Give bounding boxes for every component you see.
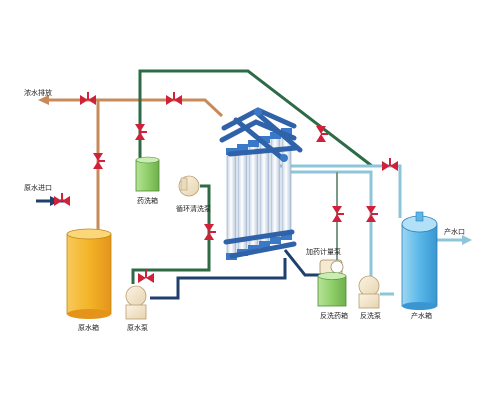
valve-product[interactable]: [382, 158, 398, 171]
label-feed-pump: 原水泵: [127, 323, 148, 332]
green-top-loop: [138, 69, 373, 168]
valve-wash-return[interactable]: [204, 224, 216, 240]
valve-concentrate-left[interactable]: [80, 92, 96, 105]
label-product-water-outlet: 产水口: [444, 227, 465, 236]
label-product-water-tank: 产水箱: [411, 311, 432, 320]
valve-feed[interactable]: [138, 270, 154, 283]
backwash-supply-line: [286, 170, 373, 277]
valve-green-diagonal[interactable]: [316, 126, 328, 142]
label-dosing-metering-pump: 加药计量泵: [306, 247, 341, 256]
concentrate-main-line: [48, 98, 224, 118]
product-water-tank: [401, 211, 438, 310]
valve-backwash[interactable]: [366, 206, 378, 222]
label-circulating-wash-pump: 循环清洗泵: [176, 204, 211, 213]
label-raw-water-tank: 原水箱: [78, 323, 99, 332]
valve-chemical-wash[interactable]: [135, 124, 147, 140]
valve-backwash-chemical[interactable]: [332, 206, 344, 222]
membrane-header-joint: [280, 154, 288, 162]
feed-pump: [125, 285, 147, 320]
product-outlet-arrow: [462, 235, 472, 245]
membrane-headers: [219, 107, 303, 259]
concentrate-outlet-arrow: [38, 95, 49, 105]
raw-water-tank: [66, 228, 112, 319]
chemical-wash-tank: [135, 156, 160, 192]
concentrate-pipes: [48, 98, 224, 236]
valve-concentrate-right[interactable]: [166, 92, 182, 105]
label-chemical-wash-tank: 药洗箱: [137, 196, 158, 205]
circulating-wash-pump: [178, 175, 200, 197]
valve-concentrate-branch[interactable]: [93, 153, 105, 169]
green-wash-return: [131, 184, 211, 284]
backwash-pump: [358, 275, 380, 309]
label-backwash-chemical-tank: 反洗药箱: [320, 311, 348, 320]
feed-line: [150, 258, 287, 300]
valve-raw-inlet[interactable]: [54, 193, 70, 206]
green-cleaning-pipes: [131, 69, 373, 284]
uf-membrane-modules: [219, 107, 303, 260]
valves: [54, 92, 398, 283]
product-main-line: [280, 164, 402, 218]
label-backwash-pump: 反洗泵: [360, 311, 381, 320]
backwash-chemical-tank: [317, 272, 347, 307]
membrane-header-joint: [254, 108, 262, 116]
label-concentrate-discharge: 浓水排放: [24, 88, 52, 97]
label-raw-water-inlet: 原水进口: [24, 183, 52, 192]
